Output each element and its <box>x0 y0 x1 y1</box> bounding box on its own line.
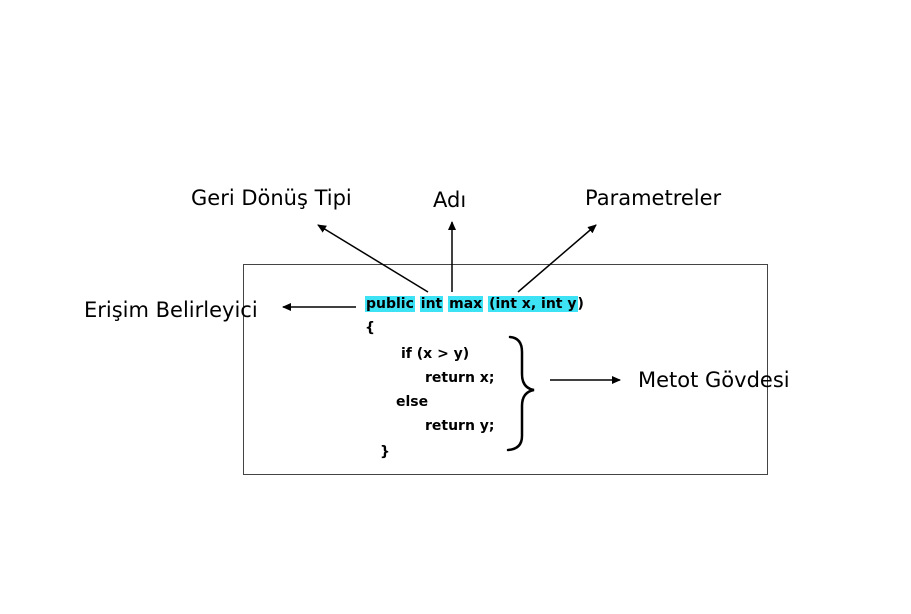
code-line-return-x: return x; <box>425 370 495 386</box>
parameters-arrow <box>517 224 597 293</box>
access-modifier-label: Erişim Belirleyici <box>84 298 258 322</box>
close-brace: } <box>380 444 390 460</box>
code-line-else: else <box>396 394 429 410</box>
return-type-label: Geri Dönüş Tipi <box>191 186 352 210</box>
code-box <box>243 264 768 475</box>
name-label: Adı <box>433 188 467 212</box>
code-line-return-y: return y; <box>425 418 495 434</box>
parameter-list-close: ) <box>577 296 584 312</box>
method-signature: public int max (int x, int y) <box>365 295 584 313</box>
access-modifier-keyword: public <box>365 296 415 312</box>
method-body-brace <box>506 335 535 452</box>
code-line-if: if (x > y) <box>401 346 470 362</box>
return-type-keyword: int <box>419 296 444 312</box>
parameters-label: Parametreler <box>585 186 722 210</box>
parameter-list: (int x, int y <box>488 296 578 312</box>
method-name: max <box>448 296 484 312</box>
open-brace: { <box>365 320 375 336</box>
method-body-label: Metot Gövdesi <box>638 368 790 392</box>
return-type-arrow <box>317 224 429 293</box>
